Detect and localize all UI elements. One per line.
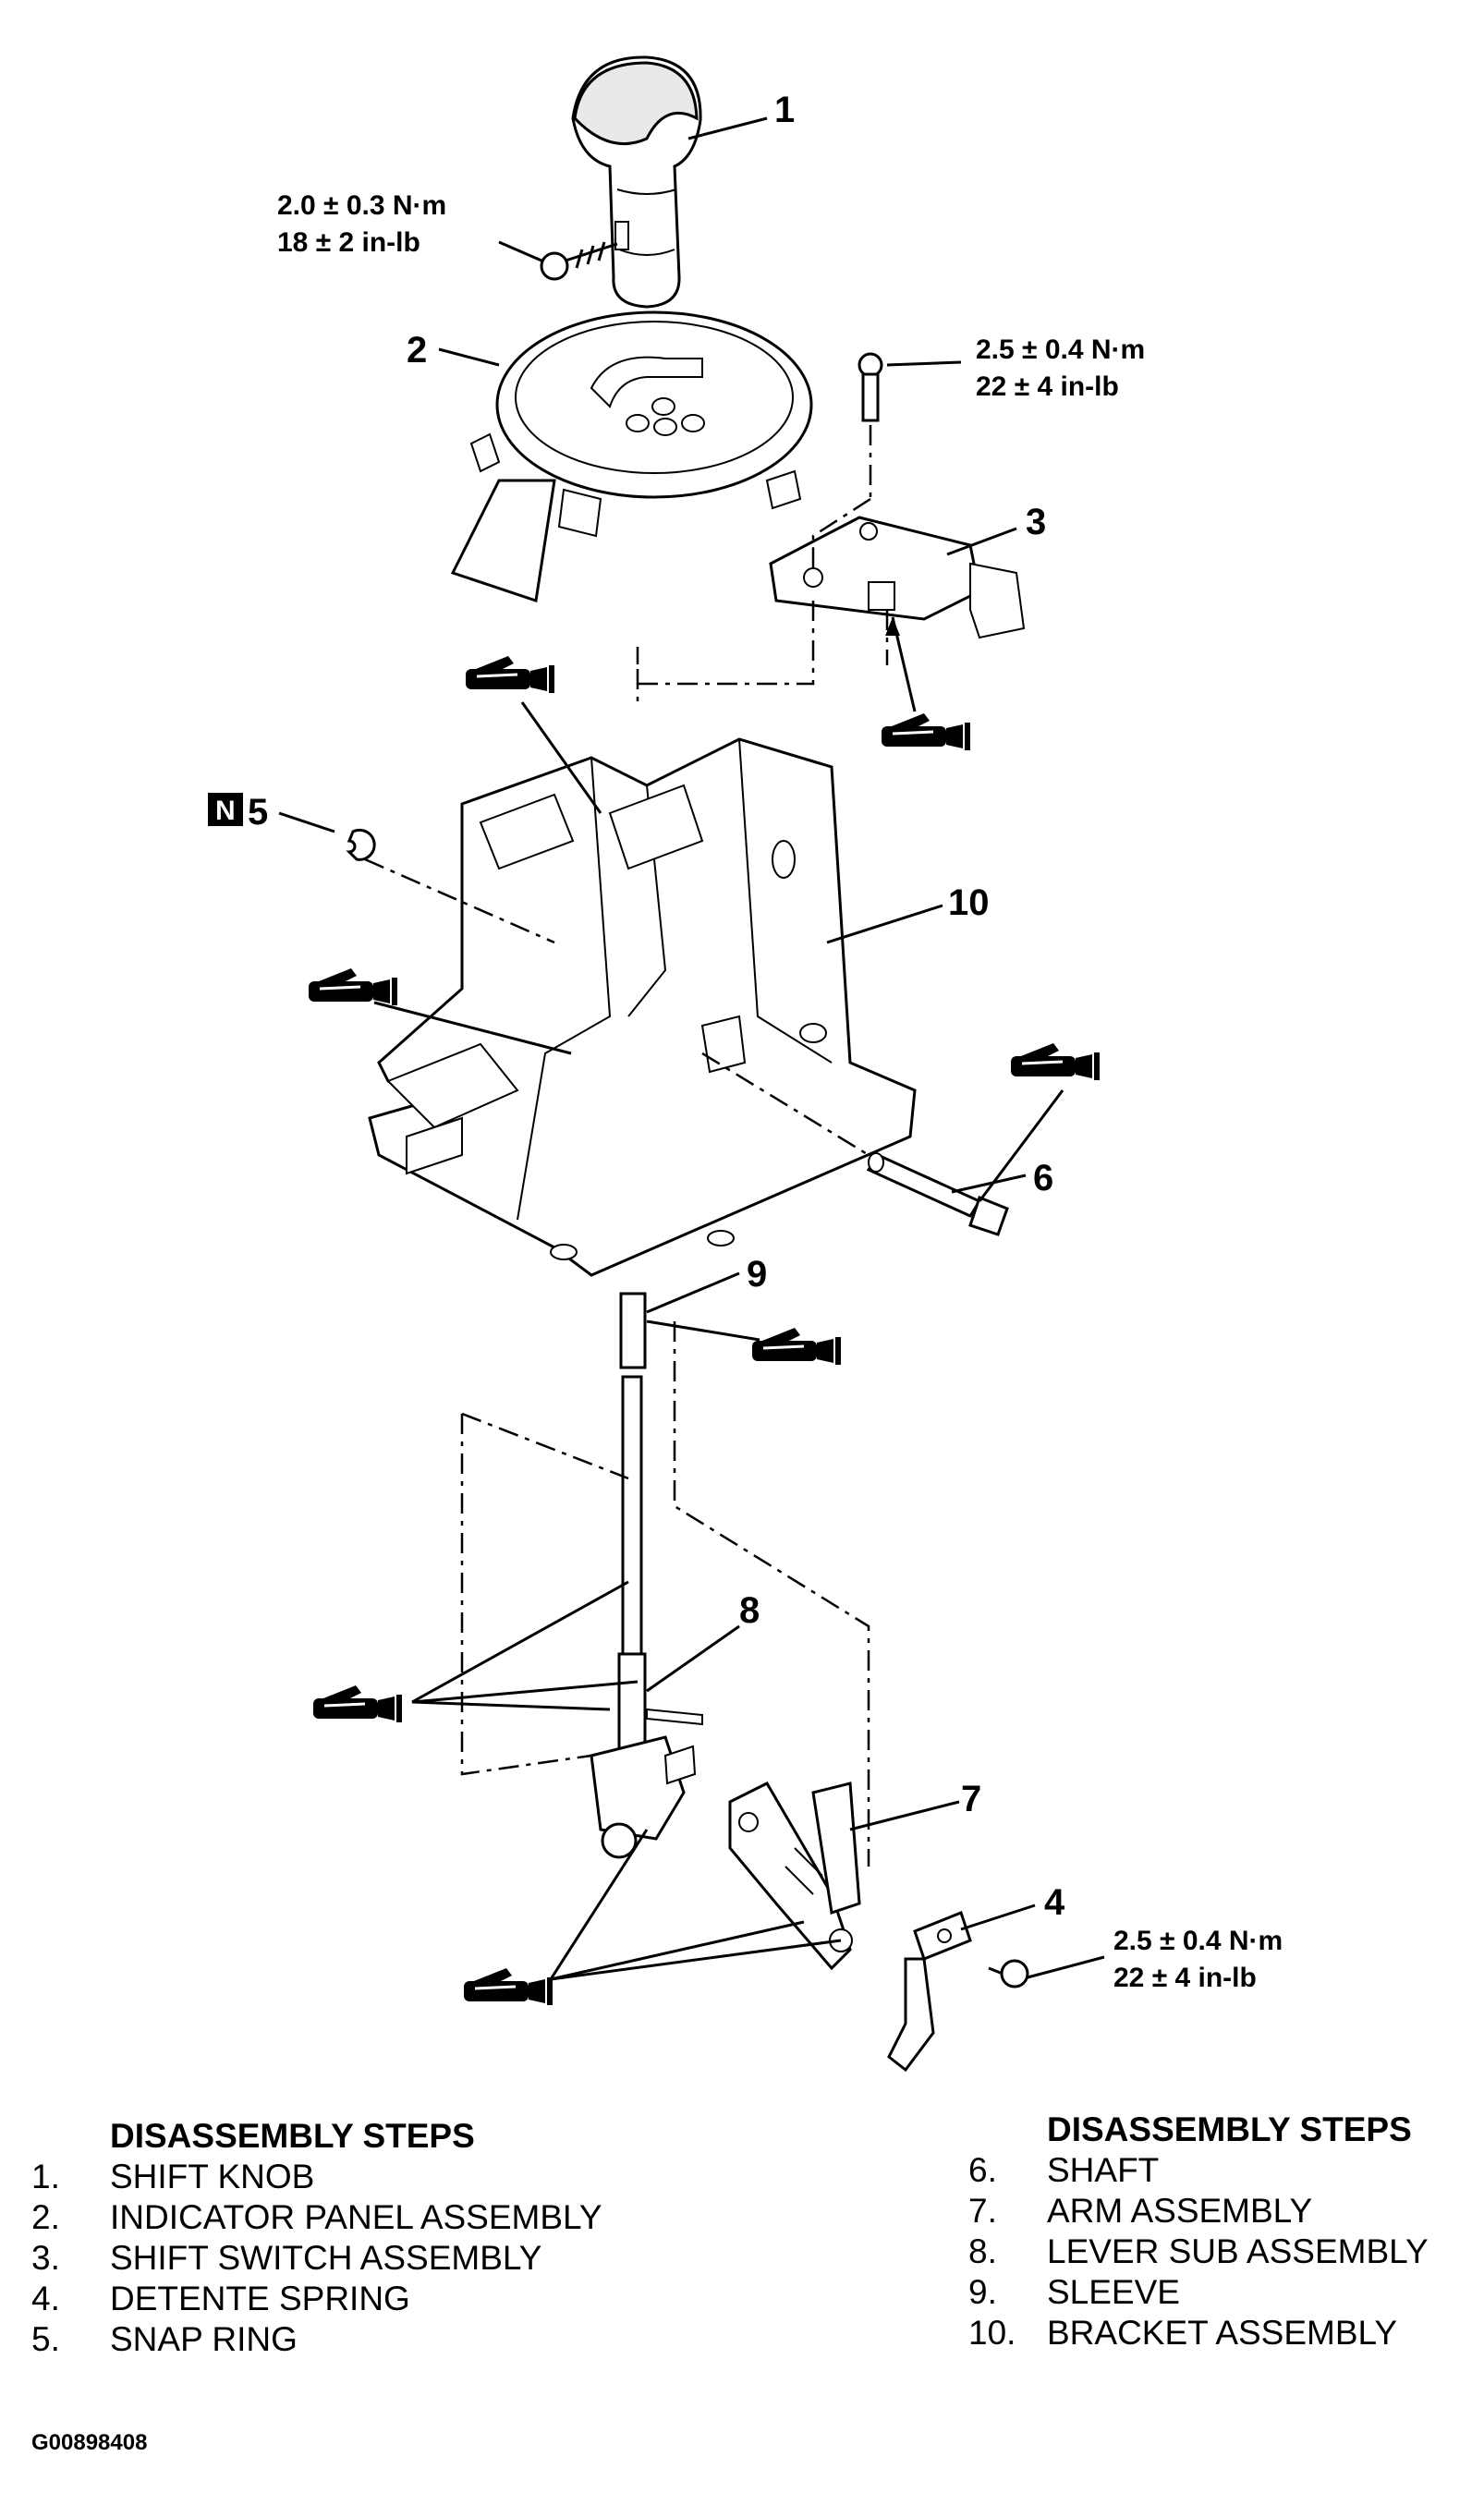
indicator-panel [450,310,813,602]
shaft [866,1152,1009,1236]
shift-switch [769,352,1026,639]
disassembly-steps-left: DISASSEMBLY STEPS 1.SHIFT KNOB 2.INDICAT… [31,2116,602,2360]
figure-id: G00898408 [31,2430,148,2455]
torque-knob-metric: 2.0 ± 0.3 N·m [277,190,446,221]
legend-item: 8.LEVER SUB ASSEMBLY [968,2232,1429,2270]
legend-item: 10.BRACKET ASSEMBLY [968,2314,1398,2352]
snap-ring [346,828,376,861]
non-reusable-part-icon [208,793,243,826]
legend-item: 2.INDICATOR PANEL ASSEMBLY [31,2198,602,2236]
callout-5: 5 [248,792,268,833]
legend-item: 1.SHIFT KNOB [31,2158,315,2195]
legend-item: 3.SHIFT SWITCH ASSEMBLY [31,2239,542,2277]
legend-item: 4.DETENTE SPRING [31,2280,410,2317]
grease-applicator-icon [880,711,972,752]
legend-item: 9.SLEEVE [968,2273,1180,2311]
legend-item: 7.ARM ASSEMBLY [968,2192,1313,2230]
callout-1: 1 [774,90,795,130]
legend-right-header: DISASSEMBLY STEPS [1047,2110,1412,2148]
legend-item: 6.SHAFT [968,2151,1160,2189]
grease-applicator-icon [307,967,399,1007]
arm-assembly [728,1782,861,1971]
lever-sub-assembly [590,1375,703,1859]
callout-10: 10 [948,882,990,923]
disassembly-steps-right: DISASSEMBLY STEPS 6.SHAFT 7.ARM ASSEMBLY… [968,2110,1429,2353]
grease-applicator-icon [1009,1041,1101,1082]
non-reusable-badge: N [215,796,236,826]
legend-item: 5.SNAP RING [31,2320,298,2358]
detente-spring [887,1911,1029,2073]
shift-knob [571,55,702,309]
torque-spring-imperial: 22 ± 4 in-lb [1113,1963,1257,1993]
torque-switch-metric: 2.5 ± 0.4 N·m [976,334,1145,365]
callout-9: 9 [747,1254,767,1295]
grease-applicator-icon [464,654,556,695]
knob-screw [540,241,618,281]
torque-spring-metric: 2.5 ± 0.4 N·m [1113,1926,1283,1956]
exploded-view-diagram: 1 2.0 ± 0.3 N·m 18 ± 2 in-lb 2 3 2. [208,55,1283,2073]
grease-applicator-icon [462,1966,554,2007]
grease-applicator-icon [750,1326,843,1367]
callout-6: 6 [1033,1158,1053,1198]
torque-switch-imperial: 22 ± 4 in-lb [976,371,1119,402]
sleeve [619,1292,647,1369]
legend-left-header: DISASSEMBLY STEPS [110,2117,475,2155]
grease-applicator-icon [311,1684,404,1724]
bracket-assembly [368,737,917,1277]
callout-2: 2 [407,330,427,371]
callout-4: 4 [1044,1882,1065,1923]
callout-3: 3 [1026,502,1046,542]
callout-7: 7 [961,1779,981,1819]
callout-8: 8 [739,1590,760,1631]
torque-knob-imperial: 18 ± 2 in-lb [277,227,420,258]
